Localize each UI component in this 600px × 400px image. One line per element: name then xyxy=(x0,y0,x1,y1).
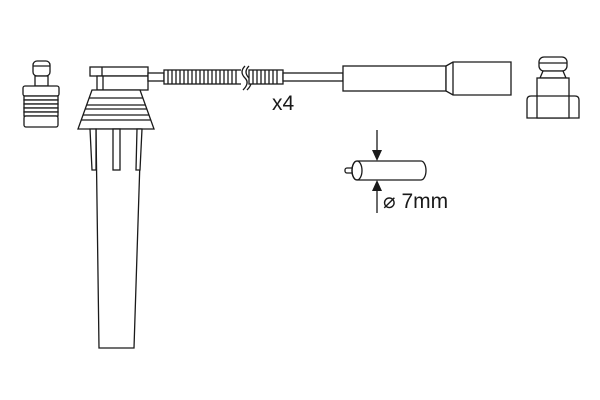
right-terminal-connector xyxy=(526,56,580,119)
spark-plug-boot xyxy=(342,61,512,96)
cable-cross-section xyxy=(344,130,427,213)
coil-boot-connector xyxy=(77,66,155,349)
quantity-label: x4 xyxy=(272,92,295,115)
ignition-lead xyxy=(147,65,344,91)
diameter-label: ⌀ 7mm xyxy=(383,190,449,213)
arrow-down-icon xyxy=(372,150,382,161)
left-terminal-connector xyxy=(22,60,60,128)
arrow-up-icon xyxy=(372,180,382,191)
